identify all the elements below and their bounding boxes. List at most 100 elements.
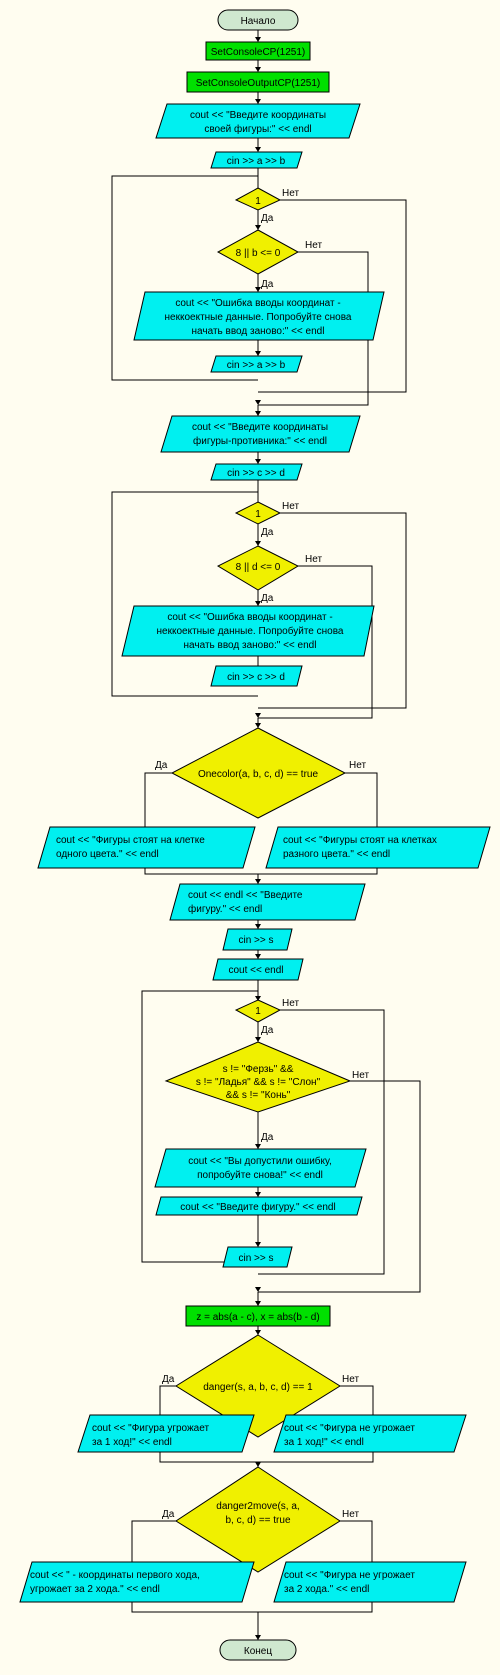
error-2-line-1: cout << "Ошибка вводы координат - (167, 611, 332, 623)
loop-3-decision[interactable] (234, 999, 282, 1023)
danger2-yes-label: Да (162, 1509, 175, 1520)
cond-s-line-2: s != "Ладья" && s != "Слон" (196, 1077, 321, 1088)
error-figure-io[interactable] (154, 1148, 367, 1188)
error-1-line-3: начать ввод заново:" << endl (192, 326, 325, 337)
same-color-line-2: одного цвета." << endl (56, 849, 159, 860)
threat-1-io[interactable] (77, 1414, 255, 1453)
prompt-figure-line-2: фигуру." << endl (188, 903, 262, 915)
diff-color-line-2: разного цвета." << endl (283, 849, 390, 860)
cin-cd-2-io[interactable] (210, 665, 303, 687)
loop-1-no-label: Нет (282, 188, 299, 199)
prompt-own-line-1: cout << "Введите координаты (190, 110, 326, 121)
prompt-figure-2-io[interactable] (155, 1196, 363, 1216)
loop-1-condition: 1 (255, 196, 261, 207)
prompt-figure-2-label: cout << "Введите фигуру." << endl (180, 1201, 335, 1213)
prompt-figure-io[interactable] (169, 883, 366, 921)
error-2-io[interactable] (121, 605, 375, 657)
cin-s-2-io[interactable] (222, 1246, 293, 1268)
cin-s-io[interactable] (222, 928, 293, 951)
danger-condition: danger(s, a, b, c, d) == 1 (203, 1382, 313, 1393)
cout-endl-io[interactable] (212, 958, 304, 981)
loop-3-yes-label: Да (261, 1025, 274, 1036)
same-color-line-1: cout << "Фигуры стоят на клетке (56, 835, 205, 846)
cin-ab-2-io[interactable] (210, 355, 303, 373)
start-terminal[interactable] (217, 9, 299, 31)
loop-2-condition: 1 (255, 509, 261, 520)
cond-b-yes-label: Да (261, 279, 274, 290)
error-2-line-2: неккоектные данные. Попробуйте снова (157, 625, 344, 637)
cin-cd-label: cin >> c >> d (227, 468, 285, 479)
prompt-own-line-2: своей фигуры:" << endl (204, 123, 311, 135)
threat-1-line-1: cout << "Фигура угрожает (92, 1423, 209, 1434)
cin-s-label: cin >> s (238, 935, 273, 946)
no-threat-2-io[interactable] (273, 1561, 467, 1603)
cin-ab-2-label: cin >> a >> b (227, 360, 286, 371)
danger2-line-1: danger2move(s, a, (216, 1501, 299, 1512)
no-threat-1-line-2: за 1 ход!" << endl (284, 1437, 364, 1448)
danger-no-label: Нет (342, 1374, 359, 1385)
cond-s-line-1: s != "Ферзь" && (223, 1064, 294, 1075)
loop-1-yes-label: Да (261, 213, 274, 224)
no-threat-1-line-1: cout << "Фигура не угрожает (284, 1423, 415, 1434)
threat-2-io[interactable] (19, 1561, 255, 1603)
diff-color-line-1: cout << "Фигуры стоят на клетках (283, 835, 437, 846)
danger2-decision[interactable] (175, 1466, 341, 1573)
cond-d-decision[interactable] (216, 545, 300, 591)
abs-process-label: z = abs(a - c), x = abs(b - d) (196, 1312, 319, 1323)
error-figure-line-2: попробуйте снова!" << endl (197, 1169, 323, 1181)
error-2-line-3: начать ввод заново:" << endl (184, 640, 317, 651)
cond-b-no-label: Нет (305, 240, 322, 251)
no-threat-1-io[interactable] (273, 1414, 467, 1453)
cout-endl-label: cout << endl (228, 965, 283, 976)
loop-2-no-label: Нет (282, 501, 299, 512)
onecolor-decision[interactable] (170, 727, 347, 819)
loop-3-no-label: Нет (282, 998, 299, 1009)
error-1-line-1: cout << "Ошибка вводы координат - (175, 297, 340, 309)
connectors (111, 30, 421, 1640)
danger2-line-2: b, c, d) == true (225, 1515, 290, 1526)
cond-b-condition: 8 || b <= 0 (236, 248, 281, 259)
cond-s-decision[interactable] (164, 1041, 352, 1113)
prompt-figure-line-1: cout << endl << "Введите (188, 890, 303, 901)
onecolor-yes-label: Да (155, 760, 168, 771)
cin-cd-io[interactable] (210, 463, 303, 481)
abs-process-block[interactable] (185, 1305, 331, 1327)
prompt-enemy-io[interactable] (160, 415, 361, 453)
cin-cd-2-label: cin >> c >> d (227, 672, 285, 683)
cond-s-no-label: Нет (352, 1070, 369, 1081)
set-console-output-cp-block[interactable] (186, 71, 330, 93)
prompt-enemy-line-2: фигуры-противника:" << endl (193, 435, 327, 447)
loop-1-decision[interactable] (234, 187, 282, 211)
cond-b-decision[interactable] (216, 229, 300, 275)
cin-ab-label: cin >> a >> b (227, 156, 286, 167)
cond-d-yes-label: Да (261, 593, 274, 604)
danger-yes-label: Да (162, 1374, 175, 1385)
onecolor-no-label: Нет (349, 760, 366, 771)
prompt-own-io[interactable] (155, 103, 361, 139)
diff-color-io[interactable] (265, 826, 491, 869)
loop-3-condition: 1 (255, 1006, 261, 1017)
start-label: Начало (241, 16, 276, 27)
no-threat-2-line-2: за 2 хода." << endl (284, 1584, 369, 1595)
onecolor-condition: Onecolor(a, b, c, d) == true (198, 769, 318, 780)
cin-ab-io[interactable] (210, 151, 303, 169)
threat-1-line-2: за 1 ход!" << endl (92, 1437, 172, 1448)
error-1-line-2: неккоектные данные. Попробуйте снова (165, 311, 352, 323)
set-console-cp-block[interactable] (205, 41, 311, 61)
cin-s-2-label: cin >> s (238, 1253, 273, 1264)
cond-s-line-3: && s != "Конь" (226, 1090, 291, 1101)
set-console-cp-label: SetConsoleCP(1251) (211, 47, 306, 58)
error-1-io[interactable] (133, 291, 385, 341)
loop-2-decision[interactable] (234, 501, 282, 525)
arrowheads (255, 37, 261, 1640)
end-label: Конец (244, 1646, 272, 1657)
end-terminal[interactable] (219, 1639, 297, 1661)
same-color-io[interactable] (37, 826, 256, 869)
prompt-enemy-line-1: cout << "Введите координаты (192, 422, 328, 433)
cond-d-condition: 8 || d <= 0 (236, 562, 281, 573)
danger-decision[interactable] (175, 1334, 341, 1438)
set-console-output-cp-label: SetConsoleOutputCP(1251) (196, 78, 321, 89)
error-figure-line-1: cout << "Вы допустили ошибку, (188, 1155, 332, 1167)
danger2-no-label: Нет (342, 1509, 359, 1520)
